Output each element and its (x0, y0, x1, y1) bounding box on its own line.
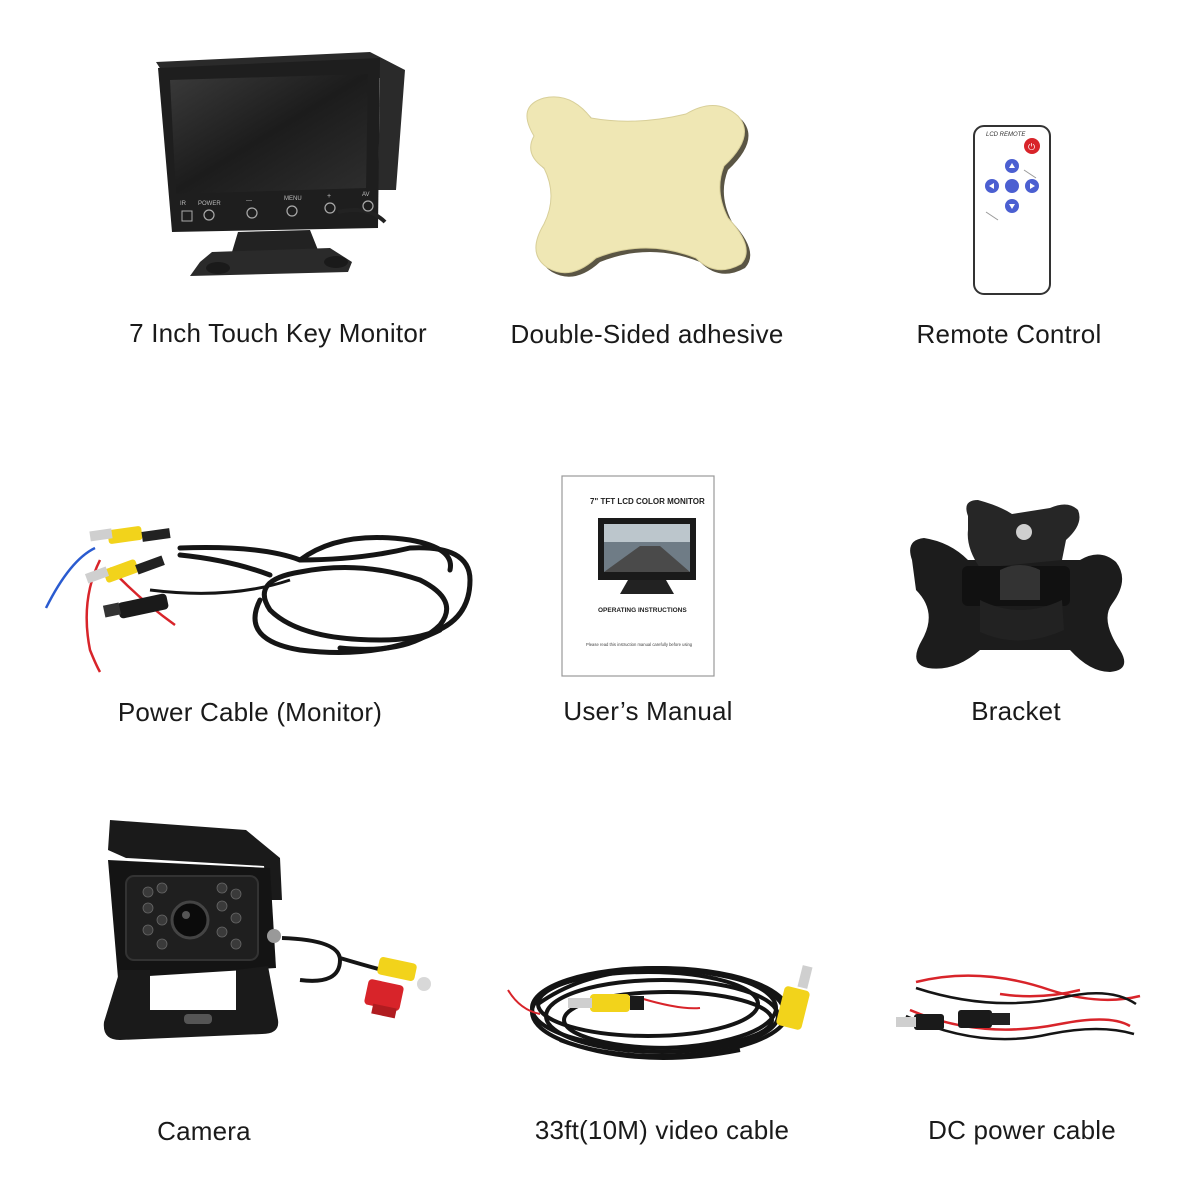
manual-product: 7" TFT LCD COLOR MONITOR OPERATING INSTR… (400, 400, 800, 780)
video-cable-product: 33ft(10M) video cable (400, 800, 813, 1180)
camera-product: Camera (0, 800, 431, 1180)
power-cable-label: Power Cable (Monitor) (117, 697, 383, 727)
remote-header-text: LCD REMOTE (986, 132, 1026, 138)
adhesive-product: Double-Sided adhesive (400, 0, 800, 380)
monitor-minus-label: — (246, 198, 252, 204)
video-cable-label: 33ft(10M) video cable (534, 1115, 790, 1145)
remote-label: Remote Control (916, 319, 1102, 349)
power-cable-product: Power Cable (Monitor) (0, 400, 473, 780)
manual-title: 7" TFT LCD COLOR MONITOR (590, 497, 705, 506)
manual-footer: Please read this instruction manual care… (586, 642, 693, 647)
power-cable-image (44, 526, 473, 673)
monitor-image: IR POWER — MENU + AV (156, 52, 405, 276)
monitor-label: 7 Inch Touch Key Monitor (129, 318, 427, 348)
manual-label: User’s Manual (563, 696, 733, 726)
monitor-product: IR POWER — MENU + AV 7 Inch Touch Key Mo… (0, 0, 427, 380)
camera-label: Camera (157, 1116, 251, 1146)
dc-cable-label: DC power cable (928, 1115, 1116, 1145)
manual-subtitle: OPERATING INSTRUCTIONS (598, 607, 687, 614)
monitor-av-label: AV (362, 192, 370, 198)
adhesive-label: Double-Sided adhesive (510, 319, 784, 349)
dc-cable-image (896, 974, 1141, 1041)
bracket-product: Bracket (800, 400, 1200, 780)
bracket-image (910, 500, 1125, 672)
camera-image (103, 820, 431, 1040)
dc-cable-product: DC power cable (800, 800, 1200, 1180)
video-cable-image (507, 965, 813, 1060)
remote-product: LCD REMOTE ⏻ Remote Control (800, 0, 1200, 380)
monitor-menu-label: MENU (284, 196, 302, 202)
monitor-ir-label: IR (180, 201, 187, 207)
remote-control-image: LCD REMOTE ⏻ (973, 125, 1051, 295)
manual-booklet-image: 7" TFT LCD COLOR MONITOR OPERATING INSTR… (561, 475, 715, 677)
monitor-plus-label: + (327, 193, 331, 200)
bracket-label: Bracket (971, 696, 1061, 726)
monitor-power-label: POWER (198, 201, 221, 207)
adhesive-pad-image (526, 96, 751, 277)
svg-text:⏻: ⏻ (1028, 142, 1035, 153)
